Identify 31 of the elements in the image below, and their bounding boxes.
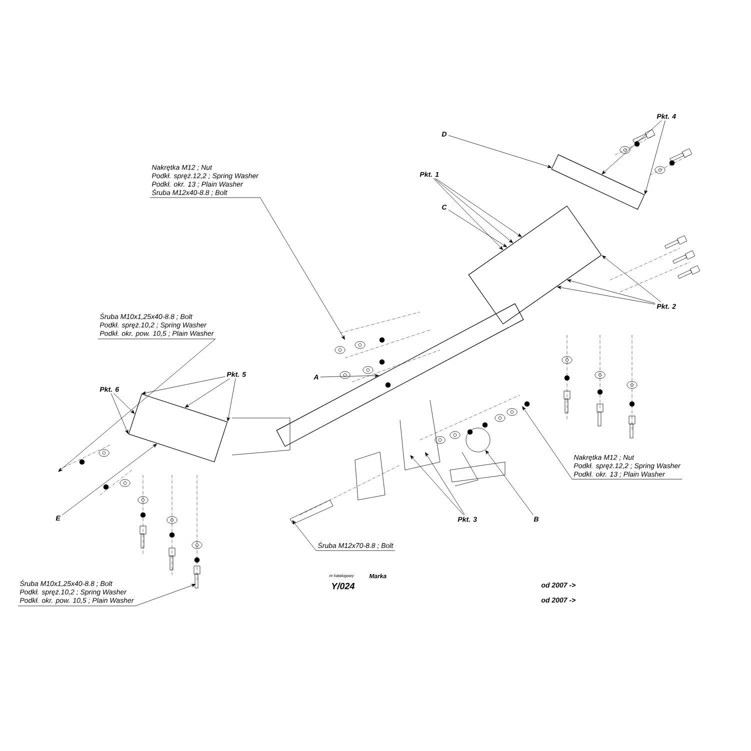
leader-line	[448, 210, 508, 248]
leader-line	[110, 393, 128, 434]
leader-line	[114, 393, 135, 414]
leader-line	[184, 378, 230, 408]
leader-line	[58, 338, 216, 472]
leader-line	[292, 520, 396, 551]
bracket-drawing	[468, 206, 602, 324]
bracket-drawing	[128, 394, 228, 462]
leader-line	[434, 178, 514, 244]
leader-line	[602, 120, 662, 174]
leader-line	[142, 376, 226, 394]
leader-line	[485, 450, 534, 516]
leader-line	[150, 197, 345, 340]
bracket-drawing	[551, 154, 645, 210]
title-block-text: Y/024	[332, 582, 355, 590]
leader-line	[602, 255, 662, 302]
leader-line	[410, 455, 464, 516]
leader-line	[62, 444, 157, 516]
leader-line	[644, 120, 666, 194]
leader-line	[425, 452, 465, 516]
leader-line	[226, 378, 236, 422]
leader-line	[448, 135, 552, 168]
leader-line	[433, 178, 504, 250]
leader-line	[567, 279, 656, 304]
leader-line	[557, 286, 656, 304]
leader-line	[320, 374, 379, 378]
leader-line	[435, 178, 522, 237]
tow-bar-drawing	[276, 303, 524, 447]
leader-line	[522, 406, 682, 480]
leader-line	[18, 584, 196, 606]
tow-ball-drawing	[450, 428, 506, 486]
